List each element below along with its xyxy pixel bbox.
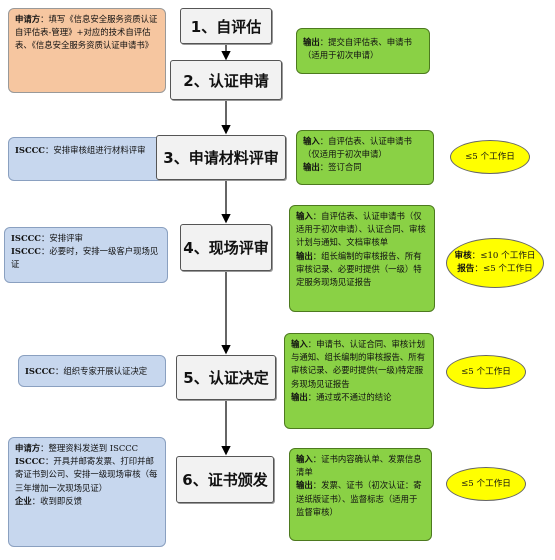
isccc-step4-note: ISCCC：安排评审 ISCCC：必要时，安排一级客户现场见证 — [4, 227, 168, 283]
timing-step3: ≤5 个工作日 — [450, 140, 530, 174]
step-1-self-assessment: 1、自评估 — [180, 8, 272, 44]
step-2-application: 2、认证申请 — [170, 60, 282, 100]
step-4-onsite-review: 4、现场评审 — [180, 224, 272, 271]
isccc-step3-note: ISCCC：安排审核组进行材料评审 — [8, 137, 166, 181]
step-6-certificate-issuance: 6、证书颁发 — [176, 456, 274, 503]
step-5-certification-decision: 5、认证决定 — [176, 355, 276, 400]
io-step3: 输入：自评估表、认证申请书（仅适用于初次申请） 输出：签订合同 — [296, 130, 434, 185]
isccc-step5-note: ISCCC：组织专家开展认证决定 — [18, 355, 166, 387]
timing-step5: ≤5 个工作日 — [446, 355, 526, 389]
timing-step6: ≤5 个工作日 — [446, 467, 526, 501]
io-step6: 输入：证书内容确认单、发票信息清单 输出：发票、证书（初次认证：寄送纸版证书）、… — [289, 448, 432, 541]
applicant-step1-note: 申请方：填写《信息安全服务资质认证自评估表-管理》+对应的技术自评估表、《信息安… — [8, 8, 166, 93]
io-step1: 输出：提交自评估表、申请书（适用于初次申请） — [296, 28, 430, 74]
step6-notes: 申请方：整理资料发送到 ISCCC ISCCC：开具并邮寄发票、打印并邮寄证书到… — [8, 437, 166, 547]
io-step4: 输入：自评估表、认证申请书（仅适用于初次申请）、认证合同、审核计划与通知、文档审… — [289, 205, 435, 312]
timing-step4: 审核：≤10 个工作日 报告：≤5 个工作日 — [446, 238, 544, 288]
io-step5: 输入：申请书、认证合同、审核计划与通知、组长编制的审核报告、所有审核记录、必要时… — [284, 333, 434, 429]
step-3-material-review: 3、申请材料评审 — [156, 135, 286, 180]
